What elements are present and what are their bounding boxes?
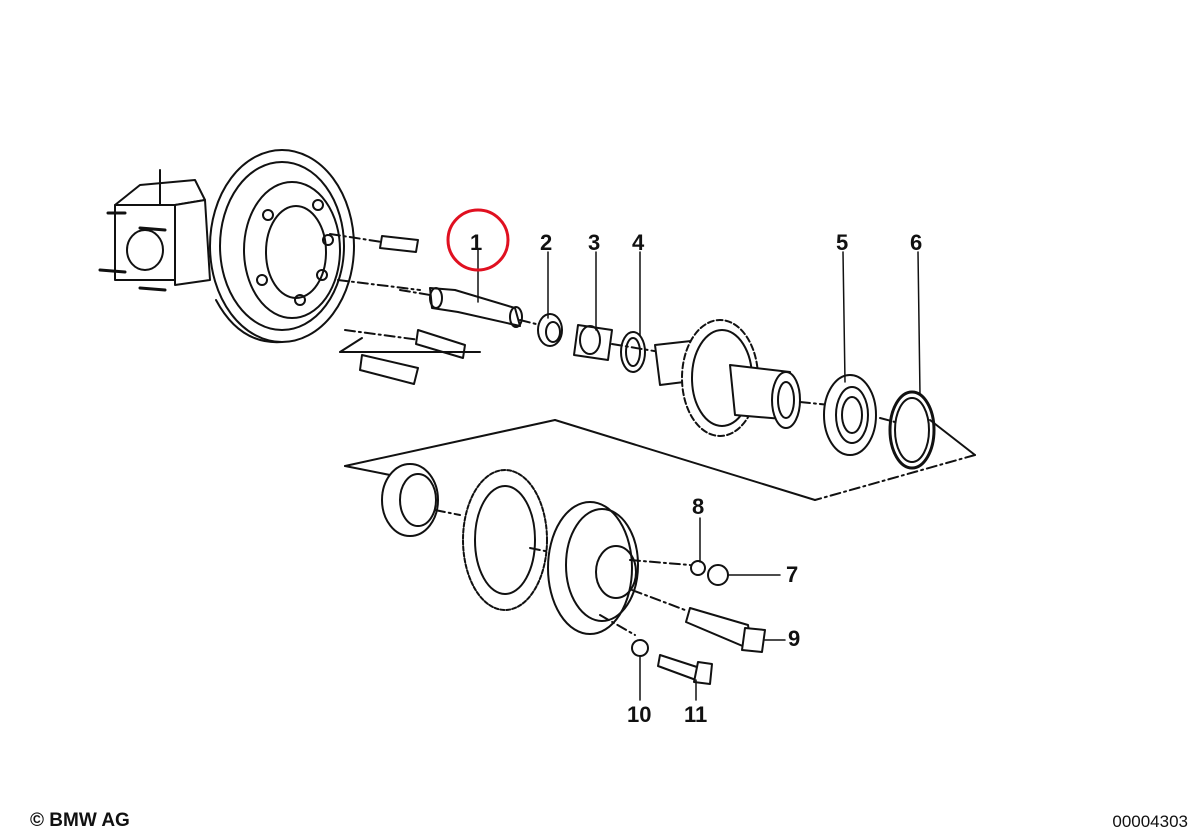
part-label-6[interactable]: 6 <box>910 230 922 255</box>
part-label-5[interactable]: 5 <box>836 230 848 255</box>
part-label-11[interactable]: 11 <box>684 702 707 727</box>
differential-housing <box>98 149 355 344</box>
part-label-2[interactable]: 2 <box>540 230 552 255</box>
bolts-and-nuts <box>631 560 766 685</box>
part-label-3[interactable]: 3 <box>588 230 600 255</box>
studs-and-pins <box>329 233 481 385</box>
image-id: 00004303 <box>1112 812 1188 831</box>
part-6-snap-ring <box>344 390 976 501</box>
part-label-9[interactable]: 9 <box>788 626 800 651</box>
ring-gear <box>654 319 801 437</box>
part-label-7[interactable]: 7 <box>786 562 798 587</box>
part-1-sleeve <box>399 287 523 328</box>
part-label-4[interactable]: 4 <box>632 230 645 255</box>
lower-assembly <box>381 463 691 636</box>
highlight-circle <box>446 208 510 272</box>
rings-2-3-4 <box>519 313 661 373</box>
part-label-10[interactable]: 10 <box>627 702 651 727</box>
part-label-1[interactable]: 1 <box>470 230 482 255</box>
part-label-8[interactable]: 8 <box>692 494 704 519</box>
part-5-bearing <box>799 374 877 456</box>
copyright-notice: © BMW AG <box>30 810 130 831</box>
leader-lines <box>477 249 921 701</box>
